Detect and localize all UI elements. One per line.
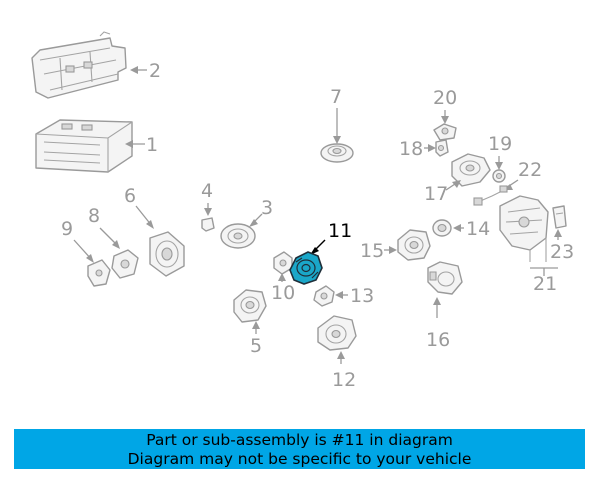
part-8-cover	[111, 249, 139, 279]
part-16-bracket	[427, 261, 463, 295]
part-7-speaker	[320, 143, 354, 163]
callout-16: 16	[426, 329, 450, 351]
leader-20	[441, 110, 449, 124]
leader-2	[130, 66, 147, 74]
part-5-speaker	[233, 289, 267, 323]
part-2-bracket	[31, 31, 127, 99]
leader-19	[495, 156, 503, 170]
callout-15: 15	[360, 240, 384, 262]
callout-12: 12	[332, 369, 356, 391]
part-13-bracket	[313, 285, 335, 307]
leader-4	[204, 203, 212, 216]
leader-18	[424, 144, 436, 152]
parts-diagram: 2 1 7 20 18 19	[31, 31, 574, 391]
part-12-speaker	[317, 315, 357, 351]
leader-23	[554, 229, 562, 240]
part-20-clip	[433, 123, 457, 141]
part-21-bracket-assembly	[499, 195, 549, 262]
part-3-speaker	[220, 223, 256, 249]
part-23-clip	[552, 205, 567, 229]
callout-4: 4	[201, 180, 213, 202]
part-14-tweeter	[432, 219, 452, 237]
leader-15	[384, 246, 397, 254]
callout-6: 6	[124, 185, 136, 207]
part-10-nut	[273, 251, 293, 275]
part-9-grille	[87, 259, 111, 287]
part-6-speaker	[149, 231, 185, 277]
callout-2: 2	[149, 60, 161, 82]
part-11-highlighted[interactable]	[289, 251, 323, 285]
callout-17: 17	[424, 183, 448, 205]
leader-8	[99, 227, 120, 249]
callout-7: 7	[330, 86, 342, 108]
banner-line-2: Diagram may not be specific to your vehi…	[127, 450, 472, 468]
callout-5: 5	[250, 335, 262, 357]
leader-1	[125, 140, 145, 148]
part-4-clip	[201, 217, 215, 232]
callout-10: 10	[271, 282, 295, 304]
leader-9	[73, 239, 94, 263]
part-17-tweeter-housing	[451, 153, 491, 187]
part-18-grommet	[435, 139, 449, 157]
leader-11	[310, 239, 326, 255]
part-1-module	[35, 119, 133, 173]
part-22-wire	[473, 185, 508, 206]
leader-5	[252, 321, 260, 334]
leader-6	[135, 205, 154, 229]
part-19-bolt	[492, 169, 506, 183]
leader-21	[530, 267, 558, 276]
callout-20: 20	[433, 87, 457, 109]
callout-8: 8	[88, 205, 100, 227]
callout-21: 21	[533, 273, 557, 295]
callout-11: 11	[328, 220, 352, 242]
callout-14: 14	[466, 218, 490, 240]
leader-14	[453, 224, 464, 232]
callout-18: 18	[399, 138, 423, 160]
leader-13	[335, 291, 348, 299]
callout-9: 9	[61, 218, 73, 240]
callout-19: 19	[488, 133, 512, 155]
leader-10	[278, 273, 286, 282]
banner-line-1: Part or sub-assembly is #11 in diagram	[146, 431, 453, 449]
callout-1: 1	[146, 134, 158, 156]
callout-23: 23	[550, 241, 574, 263]
leader-12	[337, 351, 345, 364]
notice-banner: Part or sub-assembly is #11 in diagram D…	[14, 429, 585, 469]
leader-3	[249, 213, 263, 227]
callout-22: 22	[518, 159, 542, 181]
callout-3: 3	[261, 197, 273, 219]
part-15-speaker	[397, 229, 431, 261]
leader-7	[333, 108, 341, 144]
leader-17	[445, 180, 461, 191]
callout-13: 13	[350, 285, 374, 307]
leader-16	[433, 297, 441, 318]
